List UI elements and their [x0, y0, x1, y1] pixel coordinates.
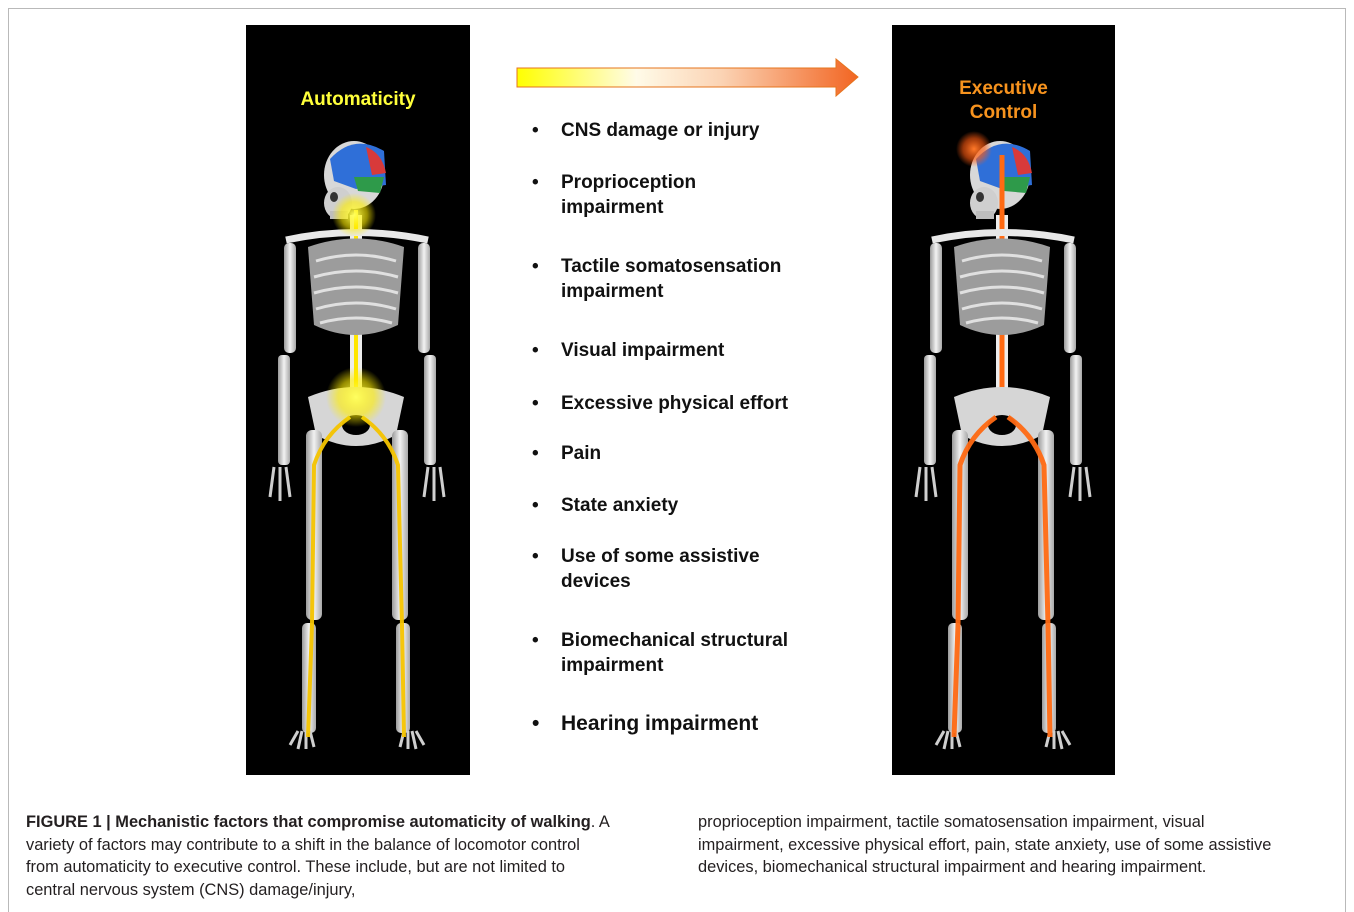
- figure-caption-right: proprioception impairment, tactile somat…: [698, 811, 1288, 879]
- factor-line: impairment: [561, 195, 862, 220]
- factor-state-anxiety: • State anxiety: [532, 493, 862, 518]
- bullet: •: [532, 711, 539, 736]
- executive-control-title: Executive Control: [892, 77, 1115, 125]
- executive-control-panel: Executive Control: [892, 25, 1115, 775]
- skeleton-executive-control-illustration: [892, 25, 1115, 775]
- factor-proprioception: • Proprioception impairment: [532, 170, 862, 220]
- bullet: •: [532, 391, 539, 416]
- factor-line: devices: [561, 569, 862, 594]
- bullet: •: [532, 544, 539, 569]
- figure-caption-label: FIGURE 1 | Mechanistic factors that comp…: [26, 813, 591, 831]
- factor-pain: • Pain: [532, 441, 862, 466]
- factor-line: impairment: [561, 653, 862, 678]
- factor-line: CNS damage or injury: [561, 118, 862, 143]
- bullet: •: [532, 338, 539, 363]
- bullet: •: [532, 441, 539, 466]
- factor-physical-effort: • Excessive physical effort: [532, 391, 862, 416]
- factor-visual: • Visual impairment: [532, 338, 862, 363]
- bullet: •: [532, 170, 539, 195]
- factor-line: Use of some assistive: [561, 544, 862, 569]
- factor-line: Proprioception: [561, 170, 862, 195]
- factor-cns-damage: • CNS damage or injury: [532, 118, 862, 143]
- bullet: •: [532, 493, 539, 518]
- shift-arrow: [516, 58, 860, 98]
- bullet: •: [532, 628, 539, 653]
- factor-biomechanical: • Biomechanical structural impairment: [532, 628, 862, 678]
- automaticity-title: Automaticity: [246, 88, 470, 112]
- bullet: •: [532, 118, 539, 143]
- factor-line: impairment: [561, 279, 862, 304]
- factor-hearing: • Hearing impairment: [532, 711, 862, 736]
- factor-line: Visual impairment: [561, 338, 862, 363]
- skeleton-automaticity-illustration: [246, 25, 470, 775]
- executive-control-title-line2: Control: [892, 101, 1115, 125]
- factor-line: Excessive physical effort: [561, 391, 862, 416]
- factor-line: Hearing impairment: [561, 711, 862, 736]
- executive-control-title-line1: Executive: [892, 77, 1115, 101]
- automaticity-panel: Automaticity: [246, 25, 470, 775]
- figure-caption-left: FIGURE 1 | Mechanistic factors that comp…: [26, 811, 616, 901]
- bullet: •: [532, 254, 539, 279]
- factor-line: Tactile somatosensation: [561, 254, 862, 279]
- factor-line: Pain: [561, 441, 862, 466]
- factor-assistive-devices: • Use of some assistive devices: [532, 544, 862, 594]
- factor-line: Biomechanical structural: [561, 628, 862, 653]
- factor-tactile: • Tactile somatosensation impairment: [532, 254, 862, 304]
- factor-line: State anxiety: [561, 493, 862, 518]
